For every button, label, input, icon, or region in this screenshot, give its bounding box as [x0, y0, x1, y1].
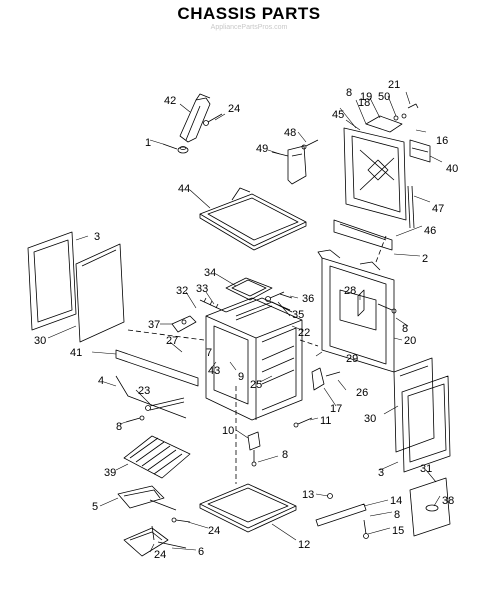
label-part-6: 6 [198, 546, 204, 558]
part-44-panel [199, 187, 307, 251]
label-part-17: 17 [330, 403, 342, 415]
label-part-14: 14 [390, 495, 402, 507]
label-part-1: 1 [145, 137, 151, 149]
part-34-vent [225, 277, 273, 301]
part-15-screw [363, 519, 369, 539]
label-part-19: 19 [360, 91, 372, 103]
part-22-element [235, 301, 293, 321]
label-part-45: 45 [332, 109, 344, 121]
label-part-44: 44 [178, 183, 190, 195]
label-part-9: 9 [238, 371, 244, 383]
oven-cavity [205, 297, 303, 421]
label-part-24-top: 24 [228, 103, 240, 115]
part-5-bake-element [117, 485, 177, 511]
label-part-18: 18 [358, 97, 370, 109]
part-28-bracket [357, 289, 365, 317]
part-24-screws-lower [151, 517, 191, 541]
part-39-rack [123, 435, 191, 479]
label-part-29: 29 [346, 353, 358, 365]
label-part-23: 23 [138, 385, 150, 397]
label-part-30-left: 30 [34, 335, 46, 347]
label-part-3-left: 3 [94, 231, 100, 243]
label-part-8-top: 8 [346, 87, 352, 99]
label-part-41: 41 [70, 347, 82, 359]
part-41-front-bar [115, 349, 199, 387]
part-42-bracket [179, 93, 211, 143]
label-part-21: 21 [388, 79, 400, 91]
part-49-bracket [271, 145, 307, 185]
part-37-bracket [171, 315, 197, 333]
label-part-49: 49 [256, 143, 268, 155]
label-part-40: 40 [446, 163, 458, 175]
part-labels: 1 2 3 4 5 6 7 8 9 10 11 12 13 14 15 16 1… [34, 79, 458, 561]
label-part-8-lower: 8 [282, 449, 288, 461]
diagram-title: CHASSIS PARTS [177, 4, 321, 23]
label-part-47: 47 [432, 203, 444, 215]
part-11-screw [293, 417, 313, 428]
label-part-4: 4 [98, 375, 104, 387]
part-24-screw-top [203, 113, 223, 126]
label-part-32: 32 [176, 285, 188, 297]
label-part-39: 39 [104, 467, 116, 479]
label-part-31: 31 [420, 463, 432, 475]
label-part-34: 34 [204, 267, 216, 279]
part-10-switch [247, 431, 261, 467]
label-part-2: 2 [422, 253, 428, 265]
label-part-27: 27 [166, 335, 178, 347]
part-13-bar [315, 493, 367, 527]
label-part-25: 25 [250, 379, 262, 391]
part-6-broil-element [123, 527, 187, 557]
label-part-26: 26 [356, 387, 368, 399]
part-3-right-panel [401, 375, 451, 473]
label-part-46: 46 [424, 225, 436, 237]
label-part-16: 16 [436, 135, 448, 147]
label-part-15: 15 [392, 525, 404, 537]
part-23-rod [145, 397, 185, 411]
label-part-33: 33 [196, 283, 208, 295]
label-part-11: 11 [320, 415, 331, 427]
part-30-left-panel [75, 243, 125, 343]
label-part-3-right: 3 [378, 467, 384, 479]
label-part-30-right: 30 [364, 413, 376, 425]
label-part-8-right: 8 [402, 323, 408, 335]
part-47-rod [407, 185, 415, 229]
label-part-42: 42 [164, 95, 176, 107]
label-part-22: 22 [298, 327, 310, 339]
label-part-48: 48 [284, 127, 296, 139]
label-part-7: 7 [206, 347, 212, 359]
label-part-24-lower: 24 [208, 525, 220, 537]
part-36-screw [265, 291, 293, 302]
label-part-10: 10 [222, 425, 234, 437]
label-part-50: 50 [378, 91, 390, 103]
label-part-13: 13 [302, 489, 314, 501]
label-part-37: 37 [148, 319, 160, 331]
part-1-grommet [162, 143, 189, 154]
label-part-8-left: 8 [116, 421, 122, 433]
part-8-screw-left [125, 415, 145, 423]
label-part-24-bottom: 24 [154, 549, 166, 561]
label-part-28: 28 [344, 285, 356, 297]
alignment-lines [127, 235, 387, 484]
label-part-35: 35 [292, 309, 304, 321]
label-part-36: 36 [302, 293, 314, 305]
label-part-8-bottom: 8 [394, 509, 400, 521]
label-part-43: 43 [208, 365, 220, 377]
part-12-bottom-panel [199, 483, 297, 533]
watermark: AppliancePartsPros.com [210, 24, 288, 31]
leader-lines [47, 91, 443, 553]
part-46-trim [333, 219, 393, 251]
part-30-right-panel [393, 357, 435, 453]
part-31-38-parts [409, 477, 451, 537]
part-16-40-parts [365, 103, 431, 163]
part-26-hinge [311, 367, 341, 391]
part-45-frame [343, 127, 407, 221]
part-8-screw-right [377, 303, 397, 314]
label-part-5: 5 [92, 501, 98, 513]
label-part-12: 12 [298, 539, 310, 551]
label-part-20: 20 [404, 335, 416, 347]
label-part-38: 38 [442, 495, 454, 507]
part-4-rod [115, 375, 187, 419]
part-3-left-panel [27, 231, 77, 331]
